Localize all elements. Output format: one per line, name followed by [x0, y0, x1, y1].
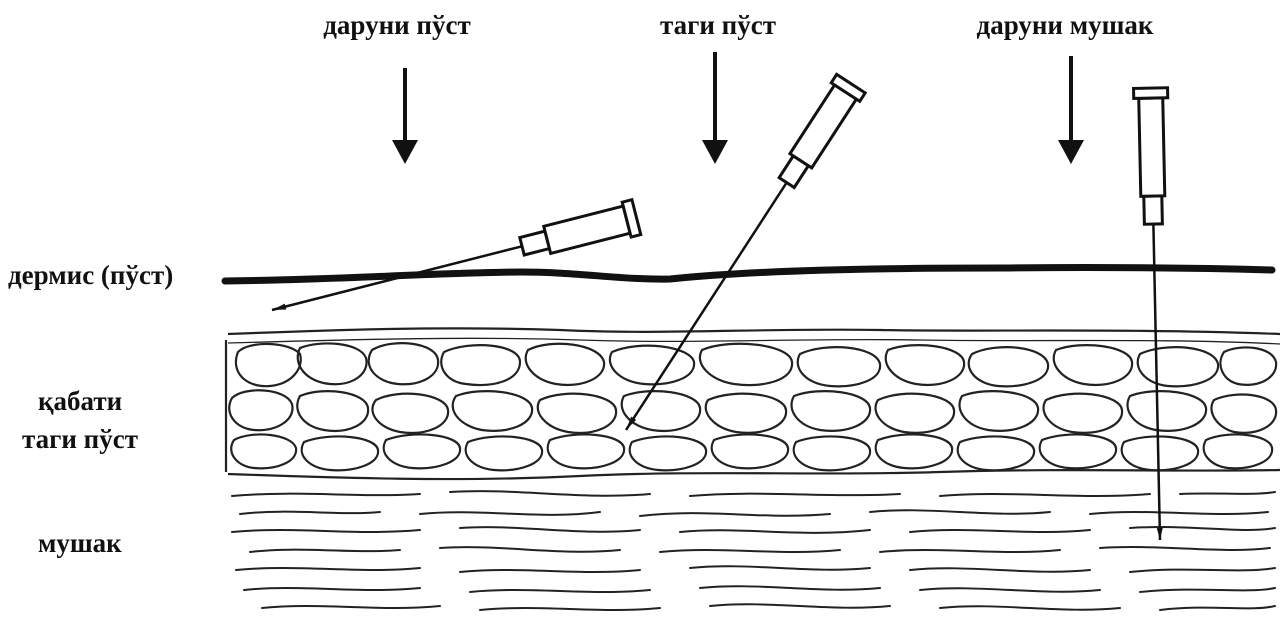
label-subcutaneous: таги пўст	[660, 10, 776, 40]
needle-intradermal	[268, 200, 641, 328]
label-subcutaneous-layer-line1: қабати	[38, 386, 122, 416]
arrow-intramuscular	[1058, 56, 1084, 164]
label-dermis: дермис (пўст)	[8, 260, 173, 290]
dermis-line	[225, 268, 1272, 281]
arrow-subcutaneous	[702, 52, 728, 164]
subcutaneous-layer	[226, 328, 1280, 479]
label-intramuscular: даруни мушак	[977, 10, 1154, 40]
label-intradermal: даруни пўст	[323, 10, 471, 40]
label-subcutaneous-layer-line2: таги пўст	[22, 424, 138, 454]
label-muscle: мушак	[38, 528, 122, 558]
arrow-intradermal	[392, 68, 418, 164]
needle-intramuscular	[1134, 88, 1177, 541]
muscle-layer	[232, 491, 1275, 610]
